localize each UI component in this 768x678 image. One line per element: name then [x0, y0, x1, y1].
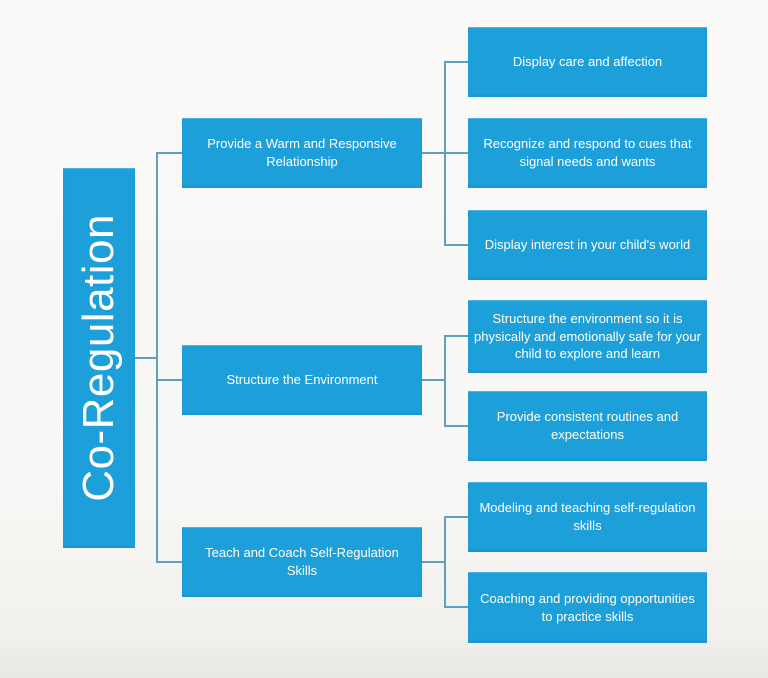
- leaf-node-display-care: Display care and affection: [468, 27, 707, 97]
- connector-leaf3a-stub: [446, 516, 468, 518]
- connector-branch3-stub: [158, 561, 182, 563]
- branch-node-label: Provide a Warm and Responsive Relationsh…: [207, 136, 397, 169]
- leaf-node-coaching-practice: Coaching and providing opportunities to …: [468, 572, 707, 643]
- connector-leaf3b-stub: [446, 606, 468, 608]
- connector-left-trunk: [156, 152, 158, 563]
- connector-root-stub: [135, 357, 158, 359]
- connector-leaf1c-stub: [446, 244, 468, 246]
- leaf-node-label: Coaching and providing opportunities to …: [480, 590, 695, 624]
- connector-group3-trunk: [444, 516, 446, 608]
- connector-leaf2b-stub: [446, 425, 468, 427]
- leaf-node-label: Recognize and respond to cues that signa…: [483, 136, 692, 169]
- connector-branch1-stub: [158, 152, 182, 154]
- connector-branch2-stub: [158, 379, 182, 381]
- connector-branch3-out-stub: [422, 561, 444, 563]
- branch-node-label: Teach and Coach Self-Regulation Skills: [205, 545, 399, 578]
- leaf-node-label: Provide consistent routines and expectat…: [496, 409, 679, 442]
- connector-leaf2a-stub: [446, 335, 468, 337]
- branch-node-warm-responsive-relationship: Provide a Warm and Responsive Relationsh…: [182, 118, 422, 188]
- connector-group1-trunk: [444, 61, 446, 246]
- connector-leaf1a-stub: [446, 61, 468, 63]
- connector-group2-trunk: [444, 335, 446, 427]
- branch-node-label: Structure the Environment: [226, 372, 378, 388]
- leaf-node-label: Display care and affection: [512, 54, 663, 70]
- connector-branch2-out-stub: [422, 379, 444, 381]
- leaf-node-safe-environment: Structure the environment so it is physi…: [468, 300, 707, 373]
- root-node-label: Co-Regulation: [74, 214, 123, 502]
- leaf-node-display-interest: Display interest in your child's world: [468, 210, 707, 280]
- leaf-node-recognize-cues: Recognize and respond to cues that signa…: [468, 118, 707, 188]
- leaf-node-modeling-teaching: Modeling and teaching self-regulation sk…: [468, 482, 707, 552]
- leaf-node-label: Modeling and teaching self-regulation sk…: [479, 500, 696, 533]
- connector-branch1-out-stub: [422, 152, 444, 154]
- branch-node-teach-coach-skills: Teach and Coach Self-Regulation Skills: [182, 527, 422, 597]
- branch-node-structure-environment: Structure the Environment: [182, 345, 422, 415]
- leaf-node-consistent-routines: Provide consistent routines and expectat…: [468, 391, 707, 461]
- leaf-node-label: Structure the environment so it is physi…: [474, 310, 701, 362]
- root-node: Co-Regulation: [63, 168, 135, 548]
- leaf-node-label: Display interest in your child's world: [484, 237, 691, 253]
- connector-leaf1b-stub: [446, 152, 468, 154]
